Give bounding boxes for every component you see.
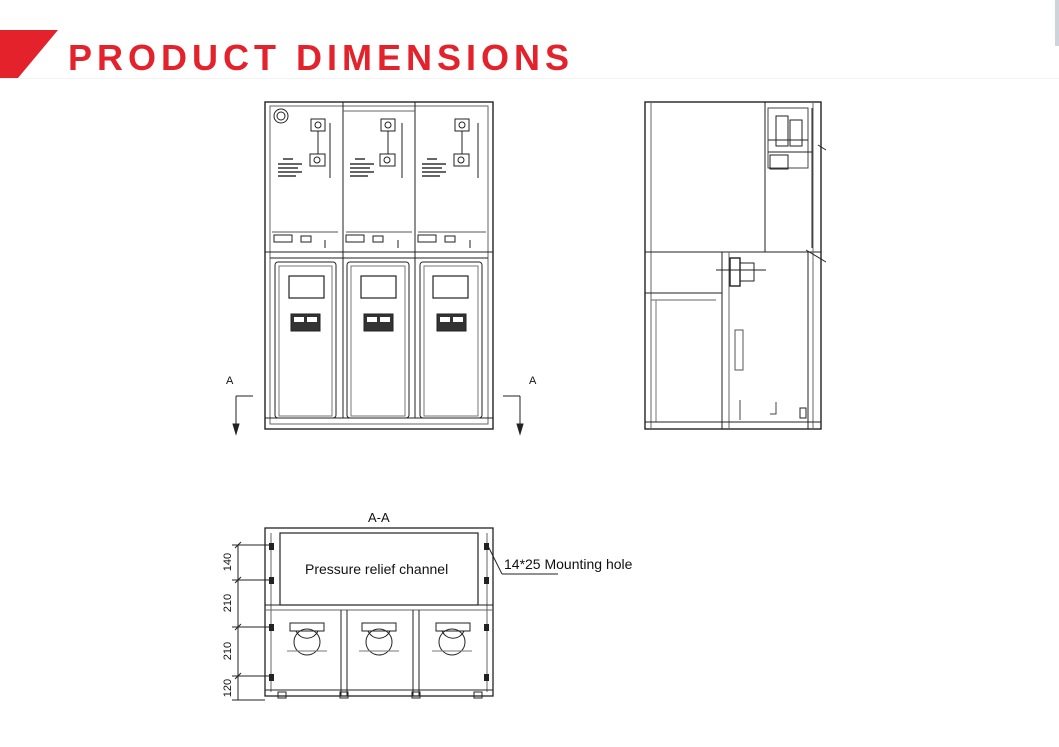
dimension-chain: [232, 541, 269, 701]
mounting-hole-leader: [487, 545, 558, 575]
page-title: PRODUCT DIMENSIONS: [68, 37, 575, 78]
title-accent-shape: [0, 30, 58, 78]
upper-bay-3: [417, 118, 486, 248]
lower-door-2: [346, 261, 410, 419]
mounting-hole-markers: [269, 543, 489, 681]
cable-bay-3: [432, 622, 472, 656]
upper-bay-2: [345, 118, 412, 248]
pressure-relief-label: Pressure relief channel: [305, 561, 449, 577]
header: PRODUCT DIMENSIONS: [0, 18, 569, 78]
dimension-label: 140: [222, 552, 234, 572]
section-title: A-A: [368, 510, 390, 525]
section-marker-right-symbol: [503, 395, 524, 436]
cable-bay-2: [359, 622, 399, 656]
side-view: [644, 101, 827, 430]
section-view: [232, 527, 558, 701]
mounting-hole-label: 14*25 Mounting hole: [504, 556, 633, 572]
section-marker-left-symbol: [232, 395, 253, 436]
section-marker-right-label: A: [529, 375, 537, 387]
lower-door-1: [274, 261, 337, 419]
upper-bay-1: [272, 118, 338, 248]
base-feet: [277, 691, 483, 699]
dimension-label: 120: [222, 678, 234, 698]
cable-bay-1: [287, 622, 327, 656]
edge-marker: [1055, 0, 1059, 46]
lower-door-3: [419, 261, 483, 419]
dimension-label: 210: [222, 593, 234, 613]
header-divider: [0, 78, 1059, 79]
section-marker-left-label: A: [226, 375, 234, 387]
dimension-label: 210: [222, 641, 234, 661]
front-view: [232, 101, 524, 436]
